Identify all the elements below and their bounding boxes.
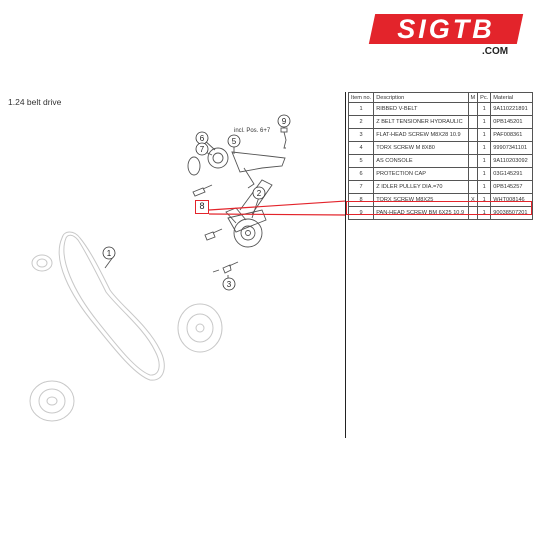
header-pc: Pc. bbox=[477, 92, 492, 103]
callout-6-label: 6 bbox=[200, 134, 205, 143]
screw-4 bbox=[204, 231, 216, 241]
callout-8[interactable]: 8 bbox=[195, 200, 209, 214]
header-description: Description bbox=[373, 92, 469, 103]
small-pulley bbox=[31, 254, 53, 272]
callout-7-label: 7 bbox=[200, 145, 205, 154]
crank-pulley bbox=[29, 380, 75, 422]
tensioner-arm bbox=[227, 209, 267, 233]
table-row[interactable]: 9 PAN-HEAD SCREW BM 6X25 10.9 1 90038507… bbox=[347, 206, 533, 220]
callout-3 bbox=[222, 277, 236, 291]
row-description: AS CONSOLE bbox=[373, 154, 469, 168]
highlight-line bbox=[208, 200, 345, 211]
row-pc: 1 bbox=[477, 180, 492, 194]
row-no: 5 bbox=[347, 154, 375, 168]
row-pc: 1 bbox=[477, 115, 492, 129]
row-no: 1 bbox=[347, 102, 375, 116]
callout-5-label: 5 bbox=[232, 137, 237, 146]
row-m bbox=[467, 141, 479, 155]
row-m bbox=[467, 180, 479, 194]
row-material: 0PB145257 bbox=[490, 180, 533, 194]
table-row[interactable]: 5 AS CONSOLE 1 9A110203092 bbox=[347, 154, 533, 168]
table-header-row: Item no. Description M Pc. Material bbox=[347, 92, 533, 103]
row-m bbox=[467, 102, 479, 116]
row-no: 2 bbox=[347, 115, 375, 129]
callout-2-label: 2 bbox=[257, 189, 262, 198]
header-no: Item no. bbox=[347, 92, 375, 103]
row-material: 03G145291 bbox=[490, 167, 533, 181]
row-pc: 1 bbox=[477, 206, 492, 220]
logo-domain: .COM bbox=[482, 46, 509, 57]
row-no: 4 bbox=[347, 141, 375, 155]
callout-9 bbox=[277, 114, 291, 128]
row-pc: 1 bbox=[477, 128, 492, 142]
ribbed-belt bbox=[58, 231, 165, 381]
row-description: TORX SCREW M 8X80 bbox=[373, 141, 469, 155]
table-row[interactable]: 6 PROTECTION CAP 1 03G145291 bbox=[347, 167, 533, 181]
row-material: 99907341101 bbox=[490, 141, 533, 155]
row-description: PROTECTION CAP bbox=[373, 167, 469, 181]
row-material: 0PB145201 bbox=[490, 115, 533, 129]
parts-table: Item no. Description M Pc. Material 1 RI… bbox=[347, 92, 533, 220]
row-description: RIBBED V-BELT bbox=[373, 102, 469, 116]
divider bbox=[345, 92, 346, 438]
row-m bbox=[467, 115, 479, 129]
row-no: 7 bbox=[347, 180, 375, 194]
callout-9-label: 9 bbox=[282, 117, 287, 126]
logo-text: SIGTB bbox=[397, 14, 495, 44]
table-row[interactable]: 1 RIBBED V-BELT 1 9A110221891 bbox=[347, 102, 533, 116]
header-material: Material bbox=[490, 92, 533, 103]
row-description: FLAT-HEAD SCREW M8X28 10.9 bbox=[373, 128, 469, 142]
row-material: 90038507201 bbox=[490, 206, 533, 220]
callout-3-label: 3 bbox=[227, 280, 232, 289]
table-row[interactable]: 7 Z IDLER PULLEY DIA.=70 1 0PB145257 bbox=[347, 180, 533, 194]
idler-pulley bbox=[233, 218, 263, 248]
section-title: 1.24 belt drive bbox=[8, 97, 62, 107]
table-row[interactable]: 2 Z BELT TENSIONER HYDRAULIC 1 0PB145201 bbox=[347, 115, 533, 129]
right-pulley bbox=[177, 303, 223, 353]
row-description: Z IDLER PULLEY DIA.=70 bbox=[373, 180, 469, 194]
console-note: incl. Pos. 6+7 bbox=[234, 128, 271, 134]
row-material: PAF008361 bbox=[490, 128, 533, 142]
screw-3 bbox=[222, 264, 232, 274]
row-m bbox=[467, 128, 479, 142]
row-description: PAN-HEAD SCREW BM 6X25 10.9 bbox=[373, 206, 469, 220]
belt-drive-diagram: 1 2 3 5 6 7 9 incl. Pos. 6+7 bbox=[29, 114, 345, 422]
callout-2 bbox=[252, 186, 266, 200]
protection-cap bbox=[207, 147, 229, 169]
callout-5 bbox=[227, 134, 241, 148]
callout-7 bbox=[195, 142, 209, 156]
screw-8 bbox=[192, 187, 206, 197]
brand-logo[interactable]: SIGTB .COM bbox=[368, 14, 524, 60]
row-description: Z BELT TENSIONER HYDRAULIC bbox=[373, 115, 469, 129]
row-no: 3 bbox=[347, 128, 375, 142]
row-pc: 1 bbox=[477, 102, 492, 116]
row-material: 9A110203092 bbox=[490, 154, 533, 168]
screw-9 bbox=[283, 131, 287, 149]
header-m: M bbox=[467, 92, 479, 103]
table-row[interactable]: 3 FLAT-HEAD SCREW M8X28 10.9 1 PAF008361 bbox=[347, 128, 533, 142]
row-no: 6 bbox=[347, 167, 375, 181]
row-m bbox=[467, 167, 479, 181]
row-pc: 1 bbox=[477, 154, 492, 168]
table-row[interactable]: 4 TORX SCREW M 8X80 1 99907341101 bbox=[347, 141, 533, 155]
selected-row-highlight bbox=[346, 201, 532, 215]
row-no: 9 bbox=[347, 206, 375, 220]
callout-1 bbox=[102, 246, 116, 260]
row-material: 9A110221891 bbox=[490, 102, 533, 116]
row-pc: 1 bbox=[477, 167, 492, 181]
console bbox=[231, 151, 286, 173]
row-m bbox=[467, 154, 479, 168]
callout-1-label: 1 bbox=[107, 249, 112, 258]
row-pc: 1 bbox=[477, 141, 492, 155]
